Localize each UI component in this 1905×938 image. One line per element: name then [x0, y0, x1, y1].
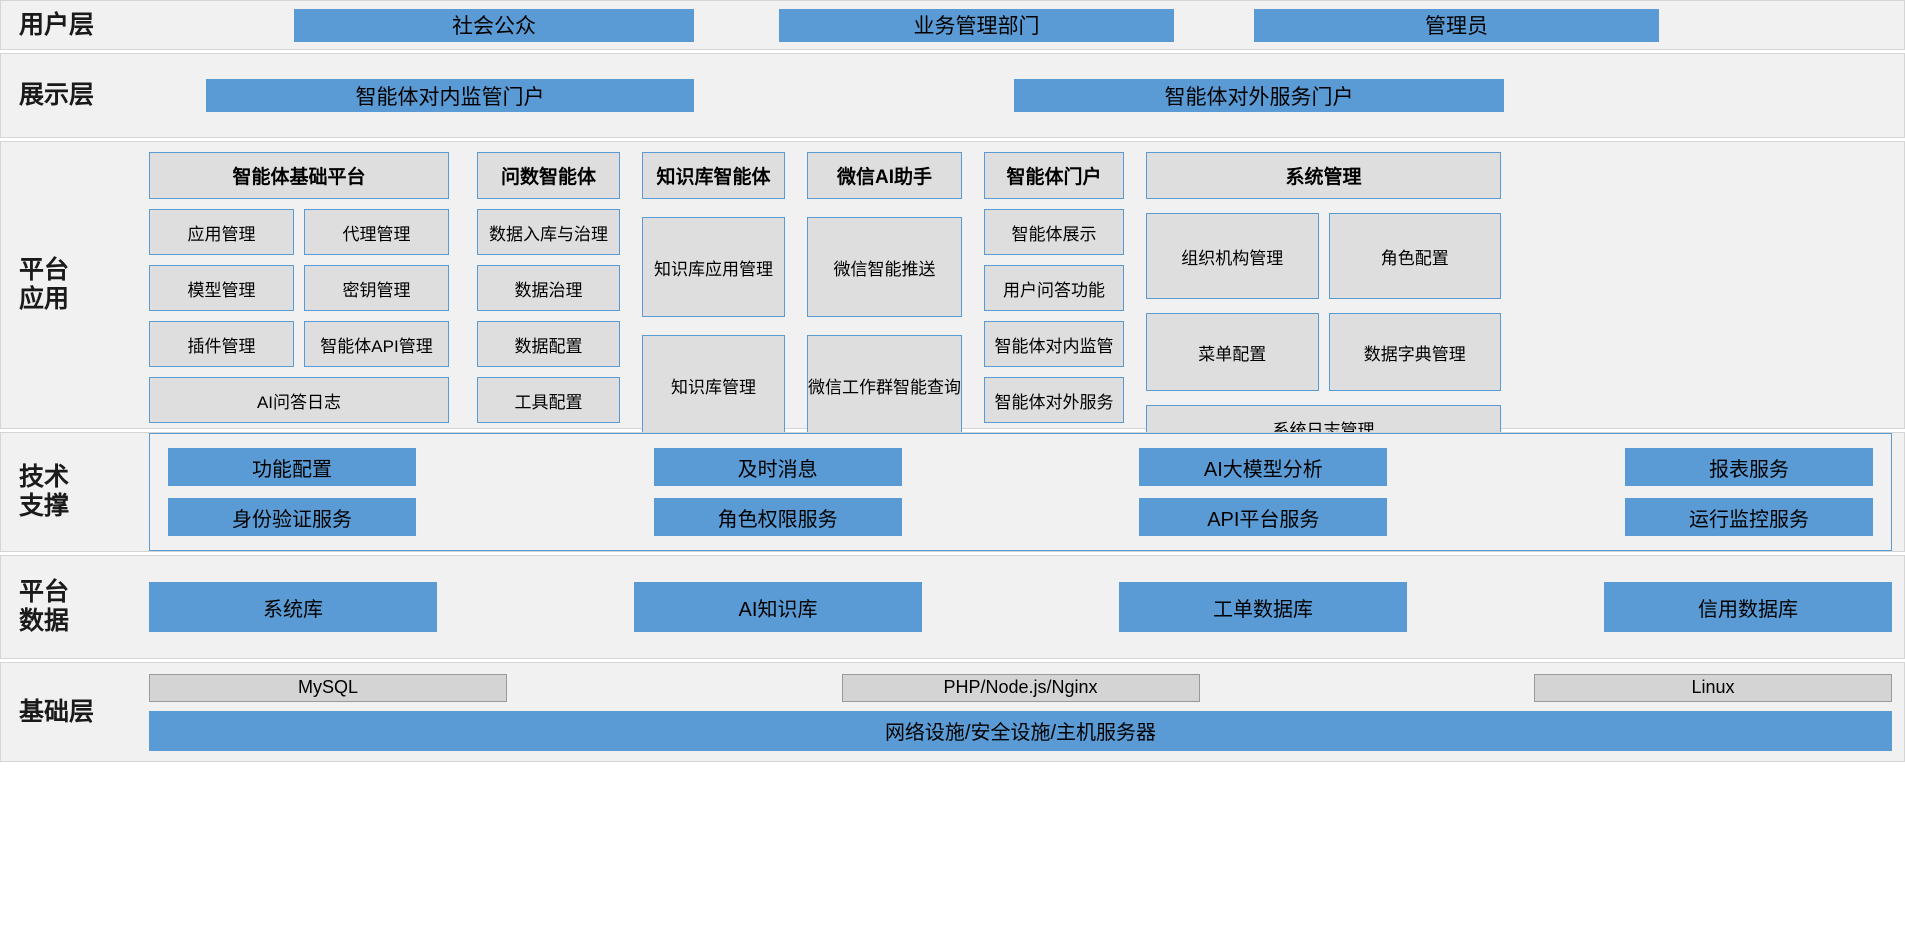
item-org-structure-management[interactable]: 组织机构管理	[1146, 213, 1319, 299]
data-credit-db[interactable]: 信用数据库	[1604, 582, 1892, 632]
group-data-query-agent: 问数智能体 数据入库与治理 数据治理 数据配置 工具配置	[477, 152, 620, 423]
layer-user-label: 用户层	[19, 10, 95, 39]
group-wechat-ai-assistant: 微信AI助手 微信智能推送 微信工作群智能查询	[807, 152, 962, 435]
base-infrastructure[interactable]: 网络设施/安全设施/主机服务器	[149, 710, 1892, 751]
tech-instant-message[interactable]: 及时消息	[653, 448, 902, 486]
layer-presentation-label: 展示层	[19, 81, 95, 110]
layer-platform-application-body: 智能体基础平台 应用管理 代理管理 模型管理 密钥管理 插件管理 智能体API管…	[149, 142, 1904, 451]
layer-user-body: 社会公众 业务管理部门 管理员	[149, 1, 1904, 49]
data-ai-knowledge-db[interactable]: AI知识库	[634, 582, 922, 632]
user-box-administrator[interactable]: 管理员	[1254, 8, 1659, 42]
group-title-data-query-agent[interactable]: 问数智能体	[477, 152, 620, 199]
layer-tech-support: 技术 支撑 功能配置 及时消息 AI大模型分析 报表服务 身份验证服务 角色权限…	[0, 432, 1905, 552]
tech-api-platform-service[interactable]: API平台服务	[1139, 498, 1388, 536]
data-work-order-db[interactable]: 工单数据库	[1119, 582, 1407, 632]
item-wechat-smart-push[interactable]: 微信智能推送	[807, 217, 962, 317]
group-title-agent-base-platform[interactable]: 智能体基础平台	[149, 152, 449, 199]
item-menu-configuration[interactable]: 菜单配置	[1146, 313, 1319, 391]
item-kb-management[interactable]: 知识库管理	[642, 335, 785, 435]
layer-platform-application: 平台 应用 智能体基础平台 应用管理 代理管理 模型管理 密钥管理 插件管理 智…	[0, 141, 1905, 451]
layer-platform-application-label: 平台 应用	[19, 256, 70, 313]
portal-internal-supervision[interactable]: 智能体对内监管门户	[206, 79, 694, 112]
item-agent-external-service[interactable]: 智能体对外服务	[984, 377, 1124, 423]
item-kb-app-management[interactable]: 知识库应用管理	[642, 217, 785, 317]
tech-ai-llm-analysis[interactable]: AI大模型分析	[1139, 448, 1388, 486]
item-data-governance[interactable]: 数据治理	[477, 265, 620, 311]
layer-base-label: 基础层	[19, 697, 95, 726]
layer-tech-support-label: 技术 支撑	[19, 463, 70, 520]
tech-authentication-service[interactable]: 身份验证服务	[168, 498, 416, 536]
layer-platform-data-body: 系统库 AI知识库 工单数据库 信用数据库	[149, 556, 1904, 658]
base-stack-row: MySQL PHP/Node.js/Nginx Linux	[149, 673, 1892, 702]
group-title-wechat-ai-assistant[interactable]: 微信AI助手	[807, 152, 962, 199]
tech-role-permission-service[interactable]: 角色权限服务	[653, 498, 902, 536]
tech-support-container: 功能配置 及时消息 AI大模型分析 报表服务 身份验证服务 角色权限服务 API…	[149, 433, 1892, 551]
group-agent-base-platform: 智能体基础平台 应用管理 代理管理 模型管理 密钥管理 插件管理 智能体API管…	[149, 152, 449, 423]
tech-support-row-1: 功能配置 及时消息 AI大模型分析 报表服务	[168, 448, 1873, 486]
portal-external-service[interactable]: 智能体对外服务门户	[1014, 79, 1504, 112]
item-key-management[interactable]: 密钥管理	[304, 265, 449, 311]
user-box-public[interactable]: 社会公众	[294, 8, 694, 42]
item-app-management[interactable]: 应用管理	[149, 209, 294, 255]
group-system-management: 系统管理 组织机构管理 角色配置 菜单配置 数据字典管理 系统日志管理	[1146, 152, 1501, 451]
group-title-agent-portal[interactable]: 智能体门户	[984, 152, 1124, 199]
group-knowledge-base-agent: 知识库智能体 知识库应用管理 知识库管理	[642, 152, 785, 435]
item-ai-qa-log[interactable]: AI问答日志	[149, 377, 449, 423]
layer-base-body: MySQL PHP/Node.js/Nginx Linux 网络设施/安全设施/…	[149, 663, 1904, 761]
group-title-system-management[interactable]: 系统管理	[1146, 152, 1501, 199]
item-data-ingest-governance[interactable]: 数据入库与治理	[477, 209, 620, 255]
item-wechat-group-smart-query[interactable]: 微信工作群智能查询	[807, 335, 962, 435]
layer-platform-data: 平台 数据 系统库 AI知识库 工单数据库 信用数据库	[0, 555, 1905, 659]
layer-user: 用户层 社会公众 业务管理部门 管理员	[0, 0, 1905, 50]
item-agent-management[interactable]: 代理管理	[304, 209, 449, 255]
item-data-configuration[interactable]: 数据配置	[477, 321, 620, 367]
layer-tech-support-body: 功能配置 及时消息 AI大模型分析 报表服务 身份验证服务 角色权限服务 API…	[149, 433, 1904, 551]
base-linux[interactable]: Linux	[1534, 673, 1892, 702]
item-agent-api-management[interactable]: 智能体API管理	[304, 321, 449, 367]
layer-base: 基础层 MySQL PHP/Node.js/Nginx Linux 网络设施/安…	[0, 662, 1905, 762]
user-box-business-dept[interactable]: 业务管理部门	[779, 8, 1174, 42]
group-title-knowledge-base-agent[interactable]: 知识库智能体	[642, 152, 785, 199]
tech-support-row-2: 身份验证服务 角色权限服务 API平台服务 运行监控服务	[168, 498, 1873, 536]
layer-presentation-body: 智能体对内监管门户 智能体对外服务门户	[149, 54, 1904, 137]
group-agent-portal: 智能体门户 智能体展示 用户问答功能 智能体对内监管 智能体对外服务	[984, 152, 1124, 423]
item-tool-configuration[interactable]: 工具配置	[477, 377, 620, 423]
item-plugin-management[interactable]: 插件管理	[149, 321, 294, 367]
tech-runtime-monitor-service[interactable]: 运行监控服务	[1624, 498, 1873, 536]
tech-report-service[interactable]: 报表服务	[1624, 448, 1873, 486]
item-user-qa-function[interactable]: 用户问答功能	[984, 265, 1124, 311]
layer-presentation: 展示层 智能体对内监管门户 智能体对外服务门户	[0, 53, 1905, 138]
item-agent-internal-supervision[interactable]: 智能体对内监管	[984, 321, 1124, 367]
data-system-db[interactable]: 系统库	[149, 582, 437, 632]
item-model-management[interactable]: 模型管理	[149, 265, 294, 311]
item-agent-showcase[interactable]: 智能体展示	[984, 209, 1124, 255]
item-data-dictionary-management[interactable]: 数据字典管理	[1328, 313, 1501, 391]
base-php-node-nginx[interactable]: PHP/Node.js/Nginx	[841, 673, 1200, 702]
layer-platform-data-label: 平台 数据	[19, 578, 70, 635]
tech-function-configuration[interactable]: 功能配置	[168, 448, 416, 486]
base-mysql[interactable]: MySQL	[149, 673, 507, 702]
item-role-configuration[interactable]: 角色配置	[1328, 213, 1501, 299]
